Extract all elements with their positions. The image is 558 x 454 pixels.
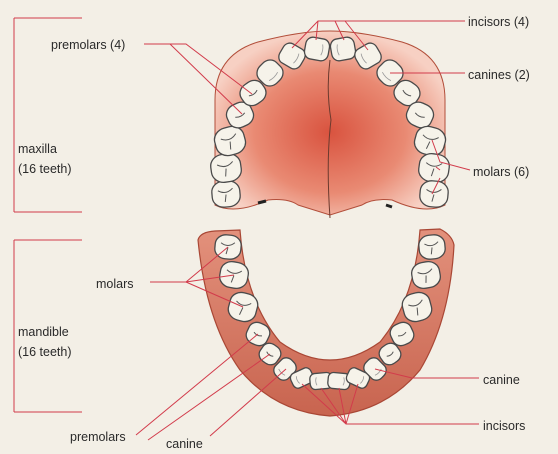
- palate-notch-right: [386, 205, 392, 207]
- upper-tooth-1: [211, 180, 241, 208]
- label-molars-upper: molars (6): [473, 164, 529, 180]
- label-premolars-upper: premolars (4): [51, 37, 125, 53]
- label-premolars-lower: premolars: [70, 429, 126, 445]
- palate-notch-left: [258, 201, 266, 203]
- upper-tooth-9: [329, 36, 356, 62]
- upper-tooth-8: [303, 36, 330, 62]
- label-mandible-count: (16 teeth): [18, 344, 72, 360]
- upper-tooth-16: [419, 180, 449, 208]
- label-mandible: mandible: [18, 324, 69, 340]
- label-incisors-lower: incisors: [483, 418, 525, 434]
- label-canine-lower-right: canine: [483, 372, 520, 388]
- lower-tooth-16: [418, 234, 446, 260]
- label-maxilla: maxilla: [18, 141, 57, 157]
- label-incisors-upper: incisors (4): [468, 14, 529, 30]
- label-canine-lower-left: canine: [166, 436, 203, 452]
- label-canines-upper: canines (2): [468, 67, 530, 83]
- label-maxilla-count: (16 teeth): [18, 161, 72, 177]
- label-molars-lower: molars: [96, 276, 134, 292]
